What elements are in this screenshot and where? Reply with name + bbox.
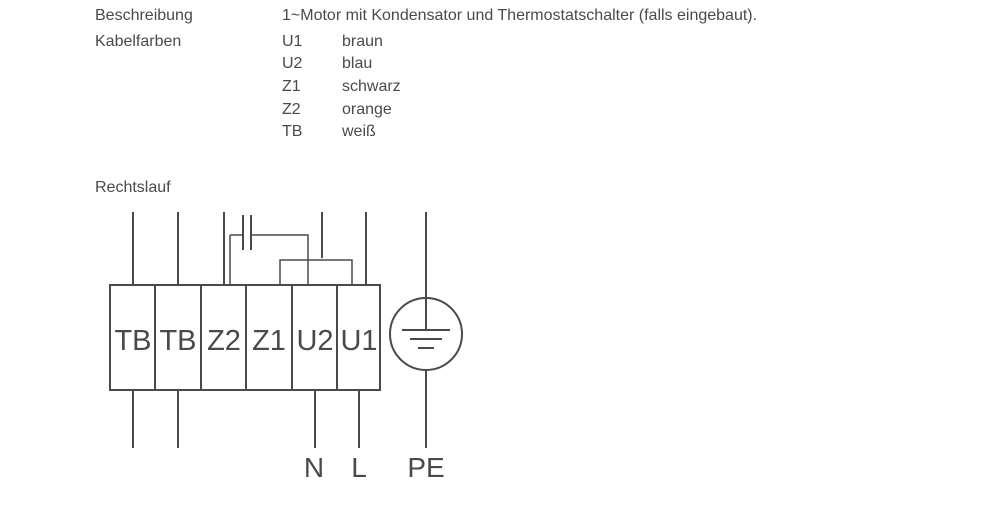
cable-color: braun xyxy=(342,33,383,50)
cable-color: blau xyxy=(342,55,373,72)
bridge-z1-u1 xyxy=(279,259,353,285)
terminal-label-u2: U2 xyxy=(296,325,333,357)
cable-color: schwarz xyxy=(342,78,401,95)
cable-code: U2 xyxy=(282,55,303,72)
label-pe: PE xyxy=(407,452,444,483)
top-wires xyxy=(132,212,367,285)
cable-color: orange xyxy=(342,101,392,118)
terminal-labels: TB TB Z2 Z1 U2 U1 xyxy=(114,325,377,357)
cable-colors-label: Kabelfarben xyxy=(95,33,182,50)
cable-code: Z1 xyxy=(282,78,301,95)
cable-code: TB xyxy=(282,123,303,140)
terminal-block xyxy=(109,284,381,391)
terminal-label-z1: Z1 xyxy=(252,325,286,357)
description-label: Beschreibung xyxy=(95,7,193,24)
cable-code: Z2 xyxy=(282,101,301,118)
label-n: N xyxy=(304,452,324,483)
terminal-label-tb: TB xyxy=(159,325,196,357)
terminal-label-tb: TB xyxy=(114,325,151,357)
cable-code: U1 xyxy=(282,33,303,50)
bottom-wires xyxy=(132,390,360,448)
capacitor-symbol xyxy=(229,215,309,285)
ground-icon xyxy=(389,212,463,448)
diagram-title: Rechtslauf xyxy=(95,179,171,196)
cable-color: weiß xyxy=(342,123,376,140)
description-value: 1~Motor mit Kondensator und Thermostatsc… xyxy=(282,7,758,24)
label-l: L xyxy=(351,452,367,483)
terminal-label-u1: U1 xyxy=(340,325,377,357)
supply-labels: N L PE xyxy=(304,452,445,483)
terminal-label-z2: Z2 xyxy=(207,325,241,357)
capacitor-lead-right xyxy=(251,234,309,285)
